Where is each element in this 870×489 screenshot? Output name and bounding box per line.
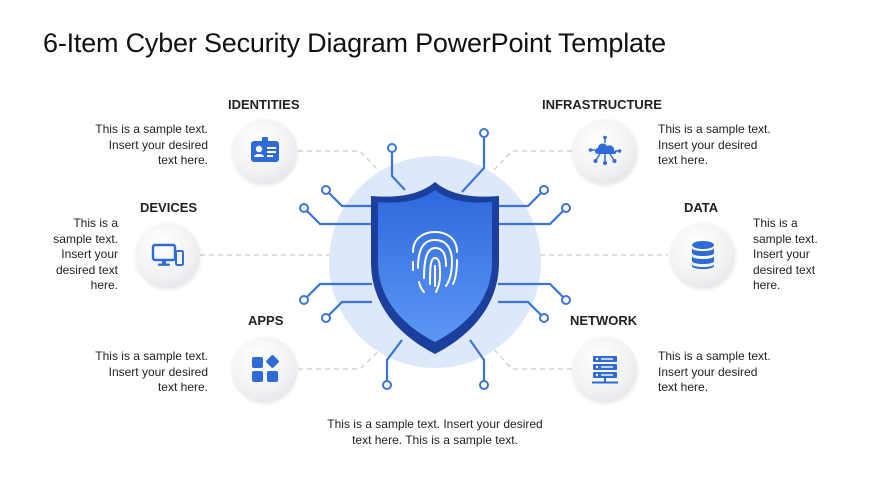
desc-line: sample text.: [753, 231, 818, 246]
desc-line: This is a sample text.: [95, 349, 208, 363]
desc-line: text here.: [157, 380, 208, 394]
desc-line: Insert your desired: [108, 137, 208, 152]
desc-line: text here.: [658, 380, 709, 394]
heading-identities: IDENTITIES: [228, 97, 300, 112]
desc-line: here.: [753, 278, 781, 292]
id-card-icon: [251, 137, 279, 162]
heading-infrastructure: INFRASTRUCTURE: [542, 97, 662, 112]
apps-circle: [233, 337, 297, 401]
identities-circle: [233, 119, 297, 183]
desc-line: Insert your desired: [108, 364, 208, 379]
desc-data: This is a sample text. Insert your desir…: [753, 216, 843, 294]
data-circle: [671, 223, 735, 287]
fingerprint-icon: [412, 230, 458, 293]
heading-network: NETWORK: [570, 313, 638, 328]
server-icon: [592, 356, 618, 384]
cloud-network-icon: [588, 135, 622, 165]
desc-line: desired text: [55, 262, 118, 277]
circuit-nodes: [299, 128, 571, 390]
desc-line: Insert your: [753, 247, 810, 261]
desc-infrastructure: This is a sample text. Insert your desir…: [658, 122, 808, 169]
desc-line: Insert your desired: [658, 364, 758, 379]
apps-grid-icon: [252, 355, 279, 382]
devices-circle: [136, 223, 200, 287]
heading-data: DATA: [684, 200, 719, 215]
desc-line: sample text.: [53, 231, 118, 246]
network-circle: [573, 337, 637, 401]
desc-line: This is a sample text.: [658, 349, 771, 363]
slide-title: 6-Item Cyber Security Diagram PowerPoint…: [43, 28, 666, 58]
infrastructure-circle: [573, 119, 637, 183]
database-icon: [692, 241, 714, 269]
desc-network: This is a sample text. Insert your desir…: [658, 349, 808, 396]
desc-line: text here.: [157, 153, 208, 167]
desc-line: Insert your: [61, 247, 118, 261]
bottom-line: text here. This is a sample text.: [352, 432, 518, 447]
desc-line: This is a sample text.: [658, 122, 771, 136]
desc-line: Insert your desired: [658, 137, 758, 152]
desc-devices: This is a sample text. Insert your desir…: [30, 216, 118, 294]
heading-apps: APPS: [248, 313, 284, 328]
connector-apps: [298, 344, 386, 370]
desc-identities: This is a sample text. Insert your desir…: [60, 122, 208, 169]
heading-devices: DEVICES: [140, 200, 198, 215]
dashed-connectors: [200, 150, 668, 370]
desc-line: desired text: [753, 262, 816, 277]
connector-infrastructure: [491, 150, 572, 173]
circuit-lines: [303, 133, 567, 385]
desc-line: here.: [90, 278, 118, 292]
desc-line: This is a: [753, 216, 798, 230]
desc-apps: This is a sample text. Insert your desir…: [60, 349, 208, 396]
desc-line: This is a sample text.: [95, 122, 208, 136]
desc-line: This is a: [73, 216, 118, 230]
bottom-line: This is a sample text. Insert your desir…: [327, 417, 543, 431]
monitor-phone-icon: [151, 243, 184, 266]
desc-line: text here.: [658, 153, 709, 167]
bottom-description: This is a sample text. Insert your desir…: [300, 417, 570, 448]
connector-identities: [298, 150, 381, 173]
connector-network: [489, 344, 572, 370]
